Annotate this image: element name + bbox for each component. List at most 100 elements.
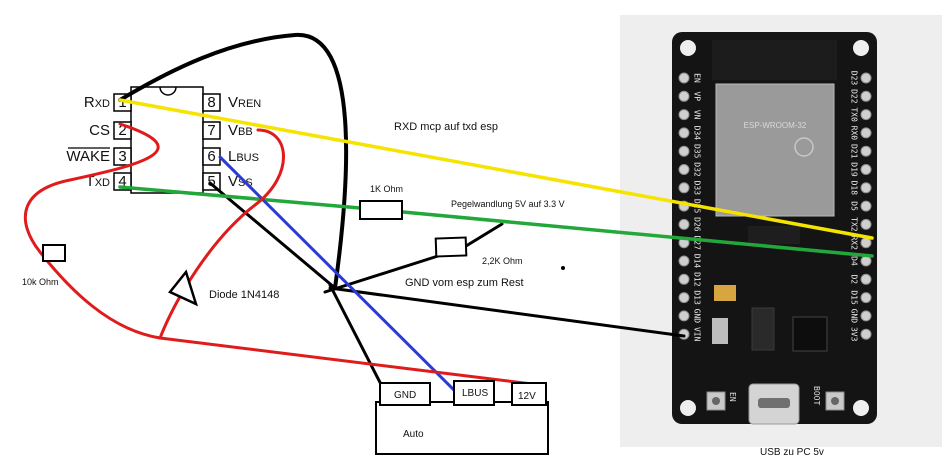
board-right-pin-label: D21 xyxy=(850,144,859,159)
board-left-pin xyxy=(678,127,690,139)
board-left-pin-label: D26 xyxy=(693,217,702,232)
auto-lbus-label: LBUS xyxy=(462,388,488,399)
board-right-pin xyxy=(860,218,872,230)
ic-pin-6-name: LBUS xyxy=(228,148,259,165)
auto-title: Auto xyxy=(403,429,424,440)
usb-uart-chip xyxy=(792,316,828,352)
black-wire-vss xyxy=(208,181,337,290)
board-right-pin-label: D22 xyxy=(850,89,859,104)
black-wire-resistor xyxy=(323,254,440,294)
board-left-pin-label: D13 xyxy=(693,290,702,305)
auto-gnd-terminal xyxy=(379,382,431,406)
board-right-pin-label: TX0 xyxy=(850,107,859,122)
board-right-pin xyxy=(860,127,872,139)
board-right-pin xyxy=(860,109,872,121)
ic-pin-2-name: CS xyxy=(89,122,110,139)
level-shift-note: Pegelwandlung 5V auf 3.3 V xyxy=(451,199,565,209)
left-pin-labels: ENVPVND34D35D32D33D25D26D27D14D12D13GNDV… xyxy=(693,73,702,341)
board-right-pin-label: 3V3 xyxy=(850,327,859,342)
board-left-pin xyxy=(678,255,690,267)
black-wire-to-auto-gnd xyxy=(328,283,390,400)
ic-pin-3-box xyxy=(113,147,132,166)
board-right-pin-label: D23 xyxy=(850,71,859,86)
board-left-pin-label: D12 xyxy=(693,272,702,287)
auto-12v-label: 12V xyxy=(518,391,536,402)
board-left-pin xyxy=(678,310,690,322)
red-wire-to-12v xyxy=(158,336,534,386)
board-left-pin xyxy=(678,109,690,121)
ic-pin-4-name: TXD xyxy=(86,173,111,190)
board-left-pin-label: EN xyxy=(693,73,702,83)
board-right-pin xyxy=(860,200,872,212)
ic-pin-1-number: 1 xyxy=(118,94,126,111)
esp32-board: ESP-WROOM-32 ENVPVND34D35D32D33D25D26D27… xyxy=(672,32,877,425)
junction-dot xyxy=(561,266,565,270)
ic-pin-1-name: RXD xyxy=(84,94,110,111)
board-right-pin xyxy=(860,328,872,340)
crystal xyxy=(712,318,728,344)
board-right-pin xyxy=(860,164,872,175)
board-left-pin xyxy=(678,292,690,304)
board-right-pin-label: GND xyxy=(850,309,859,324)
board-left-pin-label: D32 xyxy=(693,162,702,177)
board-left-pin-label: VN xyxy=(693,110,702,120)
auto-lbus-terminal xyxy=(453,380,495,406)
ic-pin-4-box xyxy=(113,172,132,191)
board-right-pin-label: D5 xyxy=(850,201,859,211)
ic-pin-7-name: VBB xyxy=(228,122,253,139)
wires xyxy=(23,32,874,400)
right-pin-labels: D23D22TX0RX0D21D19D18D5TX2RX2D4D2D15GND3… xyxy=(850,71,859,342)
board-left-pin-label: VP xyxy=(693,91,702,101)
ic-pin-4-number: 4 xyxy=(118,173,126,190)
board-right-pin xyxy=(860,90,872,102)
board-right-pin-label: D15 xyxy=(850,290,859,305)
ic-pin-8-number: 8 xyxy=(207,94,215,111)
ic-pin-7-number: 7 xyxy=(207,122,215,139)
smd-row xyxy=(748,226,800,244)
board-left-pin xyxy=(678,145,690,157)
diode-symbol xyxy=(168,269,199,307)
auto-block: GND LBUS 12V Auto xyxy=(375,380,549,455)
board-right-pin xyxy=(860,72,872,84)
yellow-wire-rxd xyxy=(118,98,874,240)
black-wire-to-esp-gnd xyxy=(328,286,686,338)
blue-wire-lbus xyxy=(218,155,464,400)
board-right-pin-label: D4 xyxy=(850,256,859,266)
ic-pin-6-number: 6 xyxy=(207,148,215,165)
esp-module-shield xyxy=(715,83,835,217)
board-left-pin-label: D27 xyxy=(693,235,702,250)
board-right-pin-label: D18 xyxy=(850,181,859,196)
board-right-pin xyxy=(860,182,872,194)
board-right-pin-label: RX2 xyxy=(850,235,859,250)
black-wire-pd xyxy=(464,222,504,248)
antenna-area xyxy=(712,40,837,80)
resistor-1k xyxy=(359,200,403,220)
board-right-pin-label: D19 xyxy=(850,162,859,177)
board-left-pin-label: D34 xyxy=(693,126,702,141)
board-left-pin xyxy=(678,90,690,102)
en-button-label: EN xyxy=(728,392,737,402)
board-right-pin-label: D2 xyxy=(850,274,859,284)
regulator-chip xyxy=(751,307,775,351)
board-left-pin-label: GND xyxy=(693,309,702,324)
board-right-pin xyxy=(860,292,872,304)
diode-label: Diode 1N4148 xyxy=(209,289,279,301)
board-left-pin xyxy=(678,218,690,230)
ic-pin-8-box xyxy=(202,93,221,112)
module-label: ESP-WROOM-32 xyxy=(744,121,807,130)
red-wire-loop xyxy=(23,122,162,340)
board-left-pin xyxy=(678,164,690,175)
ic-pin-8-name: VREN xyxy=(228,94,261,111)
ic-body xyxy=(130,86,204,194)
board-right-pin xyxy=(860,273,872,285)
gnd-note: GND vom esp zum Rest xyxy=(405,277,524,289)
board-right-pin-label: RX0 xyxy=(850,126,859,141)
board-right-pin xyxy=(860,310,872,322)
auto-gnd-label: GND xyxy=(394,390,416,401)
ic-pin-3-number: 3 xyxy=(118,148,126,165)
left-pin-header xyxy=(678,72,690,340)
board-left-pin-label: D33 xyxy=(693,181,702,196)
resistor-2k2-label: 2,2K Ohm xyxy=(482,256,523,266)
